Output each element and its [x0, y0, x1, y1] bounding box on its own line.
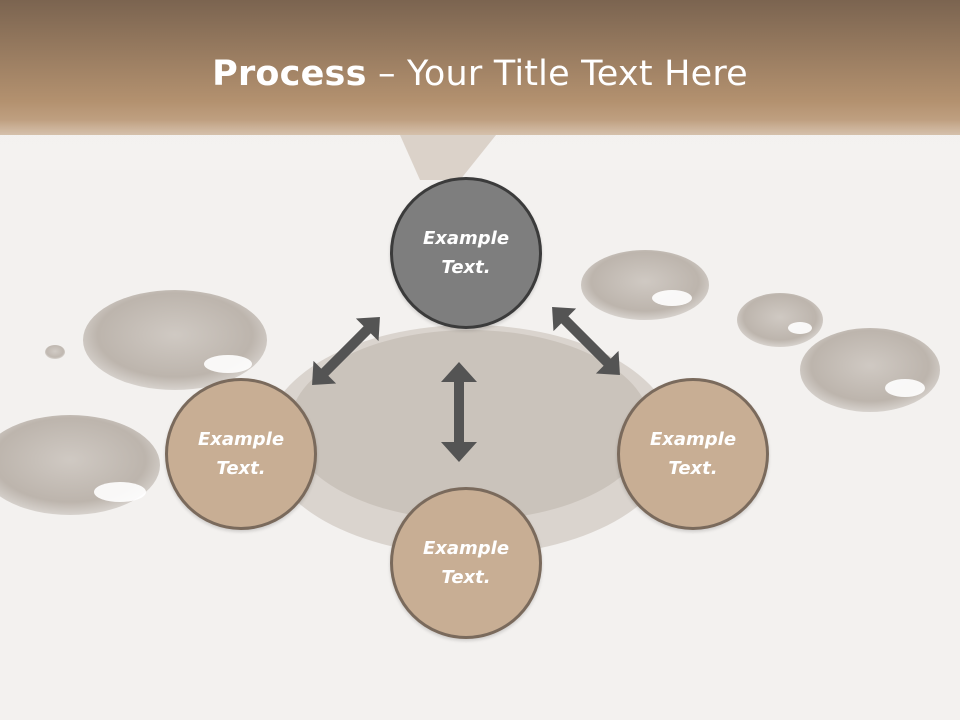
arrow-top-left [312, 317, 380, 385]
title-rest: – Your Title Text Here [366, 54, 748, 94]
right-node-text: Example Text. [649, 429, 737, 479]
bottom-node[interactable]: Example Text. [390, 487, 542, 639]
arrow-vertical [441, 362, 477, 462]
center-node-text: Example Text. [422, 228, 510, 278]
title-bold: Process [212, 54, 367, 94]
left-node-text: Example Text. [197, 429, 285, 479]
center-node[interactable]: Example Text. [390, 177, 542, 329]
bottom-node-text: Example Text. [422, 538, 510, 588]
slide-title: Process – Your Title Text Here [0, 54, 960, 94]
arrow-top-right [552, 307, 620, 375]
left-node[interactable]: Example Text. [165, 378, 317, 530]
right-node[interactable]: Example Text. [617, 378, 769, 530]
